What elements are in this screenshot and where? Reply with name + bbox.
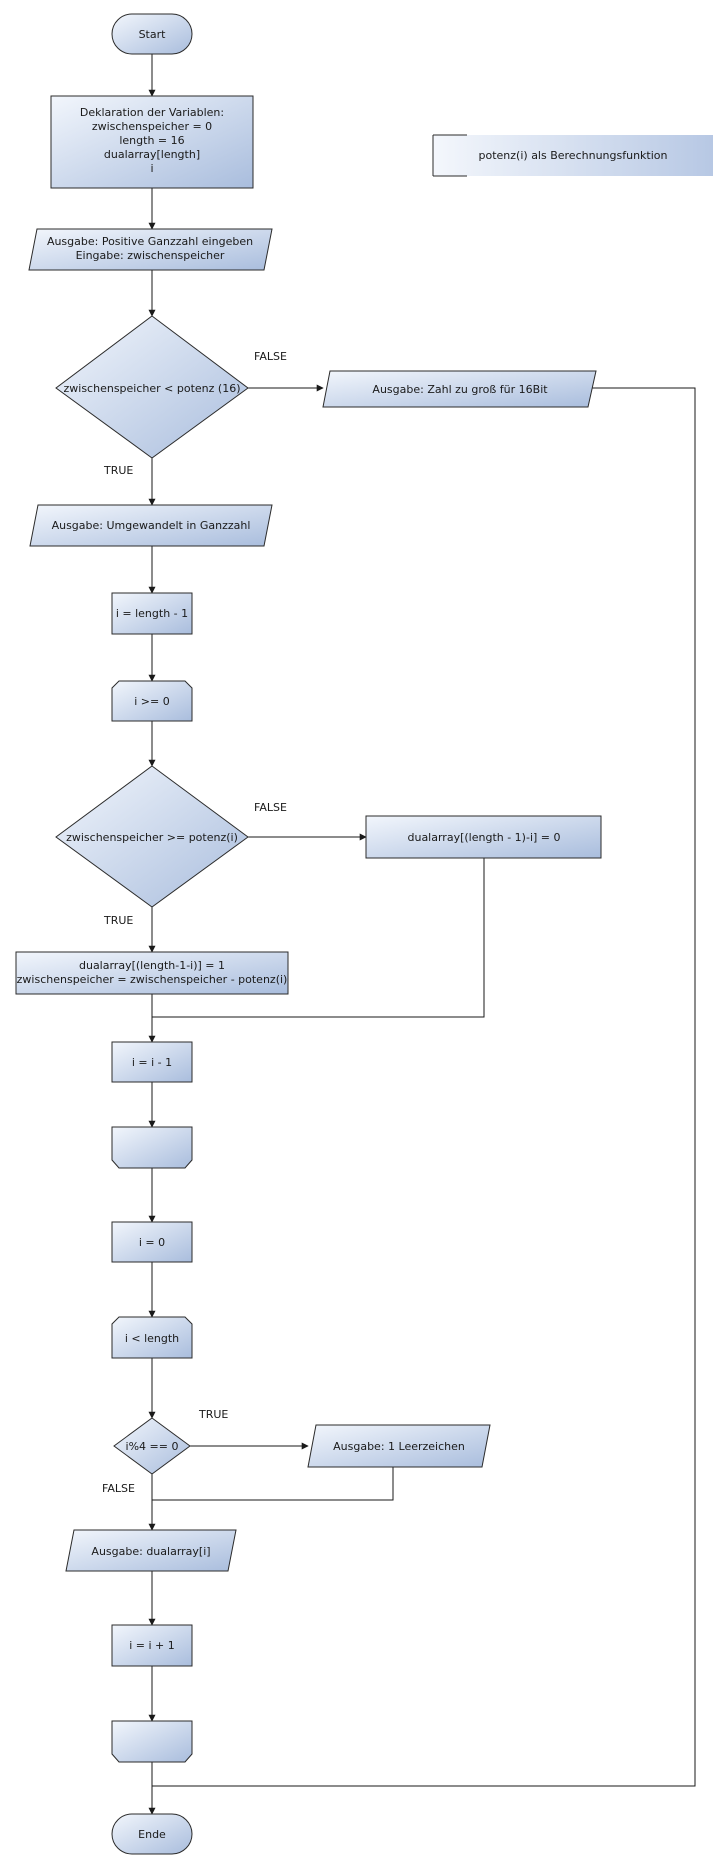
converted-output: Ausgabe: Umgewandelt in Ganzzahl bbox=[29, 504, 273, 547]
decl-line-3: length = 16 bbox=[119, 134, 184, 147]
increment-i-process: i = i + 1 bbox=[111, 1624, 193, 1667]
input-line-1: Ausgabe: Positive Ganzzahl eingeben bbox=[47, 235, 253, 248]
start-label: Start bbox=[139, 28, 167, 41]
assign-one-line-1: dualarray[(length-1-i)] = 1 bbox=[79, 959, 225, 972]
decision-3-true-label: TRUE bbox=[198, 1408, 228, 1421]
edge-toobig-end bbox=[152, 387, 696, 1787]
decrement-i-label: i = i - 1 bbox=[132, 1056, 172, 1069]
decision-2: zwischenspeicher >= potenz(i) bbox=[55, 765, 249, 908]
decrement-i-process: i = i - 1 bbox=[111, 1041, 193, 1083]
init-i-process: i = length - 1 bbox=[111, 592, 193, 635]
decision-3: i%4 == 0 bbox=[113, 1417, 191, 1475]
assign-one-line-2: zwischenspeicher = zwischenspeicher - po… bbox=[17, 973, 288, 986]
decision-1-true-label: TRUE bbox=[103, 464, 133, 477]
digit-output: Ausgabe: dualarray[i] bbox=[65, 1529, 237, 1572]
decision-3-false-label: FALSE bbox=[102, 1482, 135, 1495]
decision-3-label: i%4 == 0 bbox=[126, 1440, 179, 1453]
loop-1-start: i >= 0 bbox=[111, 680, 193, 722]
end-label: Ende bbox=[138, 1828, 166, 1841]
decision-1: zwischenspeicher < potenz (16) bbox=[55, 315, 249, 459]
init-i-label: i = length - 1 bbox=[116, 607, 188, 620]
loop-1-label: i >= 0 bbox=[134, 695, 169, 708]
input-node: Ausgabe: Positive Ganzzahl eingeben Eing… bbox=[28, 228, 273, 271]
assign-zero-process: dualarray[(length - 1)-i] = 0 bbox=[365, 815, 602, 859]
decl-line-2: zwischenspeicher = 0 bbox=[92, 120, 212, 133]
start-node: Start bbox=[111, 13, 193, 55]
assign-zero-label: dualarray[(length - 1)-i] = 0 bbox=[407, 831, 560, 844]
decl-line-4: dualarray[length] bbox=[104, 148, 200, 161]
too-big-output: Ausgabe: Zahl zu groß für 16Bit bbox=[322, 370, 597, 408]
declaration-box: Deklaration der Variablen: zwischenspeic… bbox=[50, 95, 254, 189]
note-box: potenz(i) als Berechnungsfunktion bbox=[432, 134, 713, 177]
decision-2-label: zwischenspeicher >= potenz(i) bbox=[66, 831, 238, 844]
note-label: potenz(i) als Berechnungsfunktion bbox=[479, 149, 668, 162]
space-output-label: Ausgabe: 1 Leerzeichen bbox=[333, 1440, 465, 1453]
loop-2-end bbox=[111, 1720, 193, 1763]
decl-line-1: Deklaration der Variablen: bbox=[80, 106, 224, 119]
decl-line-5: i bbox=[150, 162, 153, 175]
space-output: Ausgabe: 1 Leerzeichen bbox=[307, 1424, 491, 1468]
decision-1-label: zwischenspeicher < potenz (16) bbox=[64, 382, 241, 395]
set-i-zero-process: i = 0 bbox=[111, 1221, 193, 1263]
edge-space-merge bbox=[152, 1467, 394, 1501]
digit-output-label: Ausgabe: dualarray[i] bbox=[91, 1545, 210, 1558]
end-node: Ende bbox=[111, 1813, 193, 1855]
connectors bbox=[148, 54, 696, 1815]
edge-assign0-merge bbox=[152, 858, 485, 1018]
too-big-label: Ausgabe: Zahl zu groß für 16Bit bbox=[372, 383, 548, 396]
decision-2-true-label: TRUE bbox=[103, 914, 133, 927]
loop-1-end bbox=[111, 1126, 193, 1169]
decision-1-false-label: FALSE bbox=[254, 350, 287, 363]
input-line-2: Eingabe: zwischenspeicher bbox=[76, 249, 225, 262]
decision-2-false-label: FALSE bbox=[254, 801, 287, 814]
increment-i-label: i = i + 1 bbox=[129, 1639, 175, 1652]
assign-one-process: dualarray[(length-1-i)] = 1 zwischenspei… bbox=[15, 951, 289, 995]
loop-2-label: i < length bbox=[125, 1332, 179, 1345]
set-i-zero-label: i = 0 bbox=[139, 1236, 165, 1249]
converted-label: Ausgabe: Umgewandelt in Ganzzahl bbox=[52, 519, 251, 532]
loop-2-start: i < length bbox=[111, 1316, 193, 1359]
